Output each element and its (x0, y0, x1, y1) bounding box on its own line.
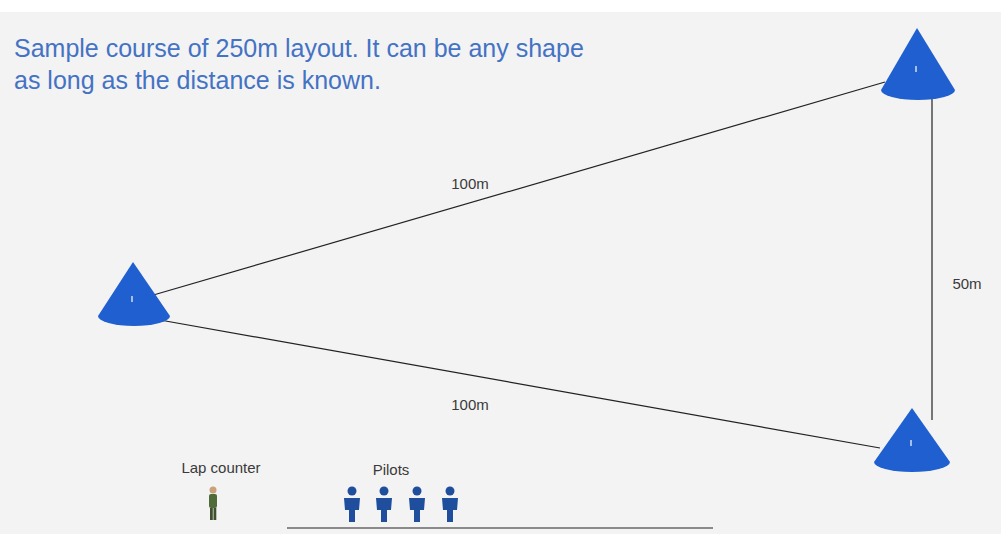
cones (98, 28, 955, 472)
lap-counter-figure (209, 487, 217, 521)
cone (98, 262, 170, 326)
heading-note: Sample course of 250m layout. It can be … (14, 32, 589, 96)
role-label: Pilots (373, 461, 410, 479)
course-leg (931, 96, 932, 420)
role-label: Lap counter (181, 459, 260, 477)
course-leg (150, 82, 885, 296)
pilot-line (287, 527, 713, 528)
cone-marks (131, 66, 917, 446)
cone (874, 408, 950, 472)
distance-label: 100m (451, 396, 489, 414)
top-margin (0, 0, 1001, 12)
course-leg (160, 320, 880, 448)
distance-label: 100m (451, 175, 489, 193)
pilot-figures (344, 487, 458, 523)
distance-label: 50m (952, 275, 981, 293)
cone (881, 28, 955, 100)
course-lines (150, 82, 932, 448)
